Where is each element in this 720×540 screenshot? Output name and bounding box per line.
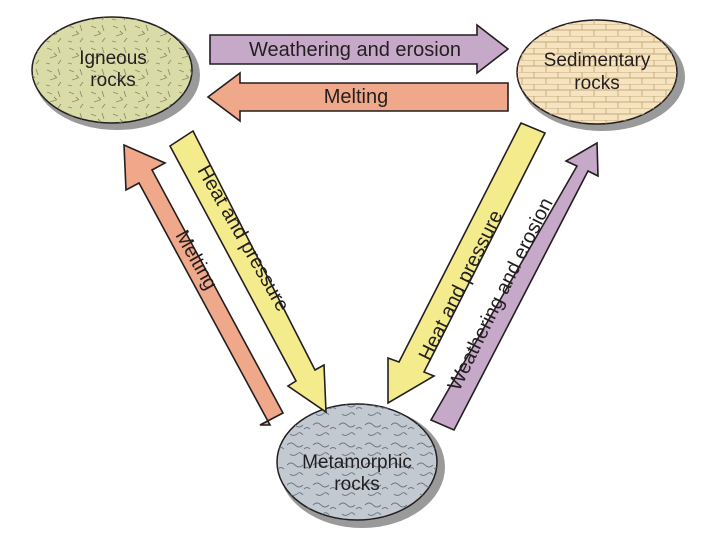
sedimentary-node-texture — [517, 20, 677, 124]
arrow-melting-top-label: Melting — [324, 86, 388, 108]
igneous-node-texture — [32, 17, 192, 123]
igneous-label-line1: Igneous — [79, 48, 147, 69]
arrow-heat-left-shape — [168, 129, 327, 414]
arrow-melting-sedimentary-to-igneous: Melting — [206, 71, 509, 123]
igneous-rocks-node: Igneous rocks — [31, 16, 200, 130]
metamorphic-label-line2: rocks — [334, 474, 379, 495]
arrow-weathering-right-shape — [429, 141, 599, 432]
sedimentary-rocks-node: Sedimentary rocks — [516, 19, 685, 131]
sedimentary-label-line1: Sedimentary — [544, 50, 651, 71]
arrow-heat-right-shape — [387, 121, 547, 405]
igneous-label-line2: rocks — [90, 70, 135, 91]
arrow-melting-left-shape — [123, 143, 285, 426]
metamorphic-label-line1: Metamorphic — [302, 452, 412, 473]
arrow-weathering-top-label: Weathering and erosion — [249, 39, 461, 61]
metamorphic-rocks-node: Metamorphic rocks — [276, 403, 445, 528]
arrow-weathering-top-shape — [209, 23, 510, 75]
sedimentary-label-line2: rocks — [574, 73, 619, 94]
arrow-weathering-igneous-to-sedimentary: Weathering and erosion — [209, 23, 510, 75]
metamorphic-node-texture — [277, 404, 437, 520]
arrow-melting-top-shape — [206, 71, 509, 123]
